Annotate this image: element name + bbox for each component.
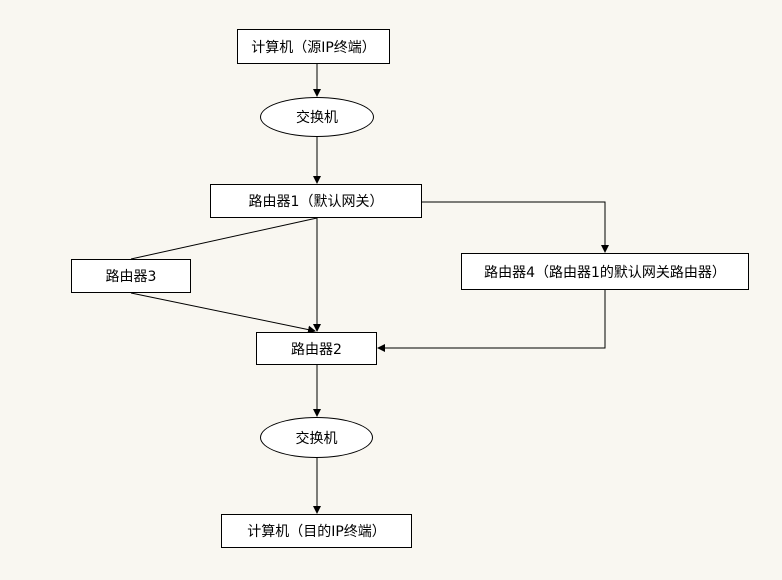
node-switch-top-label: 交换机 bbox=[296, 110, 338, 126]
node-switch-bottom: 交换机 bbox=[260, 417, 373, 458]
node-switch-top: 交换机 bbox=[260, 97, 374, 137]
node-destination-computer-label: 计算机（目的IP终端） bbox=[247, 524, 386, 540]
node-source-computer: 计算机（源IP终端） bbox=[237, 29, 390, 64]
edge-router1-to-router4 bbox=[422, 201, 609, 253]
node-router2: 路由器2 bbox=[256, 332, 377, 365]
node-switch-bottom-label: 交换机 bbox=[295, 430, 338, 447]
node-router1: 路由器1（默认网关） bbox=[210, 184, 422, 218]
node-source-computer-label: 计算机（源IP终端） bbox=[251, 39, 376, 56]
node-router4-label: 路由器4（路由器1的默认网关路由器） bbox=[484, 264, 726, 281]
edge-router1-to-router3 bbox=[130, 217, 318, 260]
node-router4: 路由器4（路由器1的默认网关路由器） bbox=[461, 253, 749, 290]
node-destination-computer: 计算机（目的IP终端） bbox=[221, 514, 412, 548]
edge-router3-to-router2 bbox=[130, 292, 316, 334]
node-router2-label: 路由器2 bbox=[291, 341, 342, 358]
edge-router4-to-router2 bbox=[377, 290, 606, 352]
node-router3-label: 路由器3 bbox=[105, 269, 157, 285]
node-router1-label: 路由器1（默认网关） bbox=[248, 194, 384, 210]
node-router3: 路由器3 bbox=[71, 259, 191, 293]
